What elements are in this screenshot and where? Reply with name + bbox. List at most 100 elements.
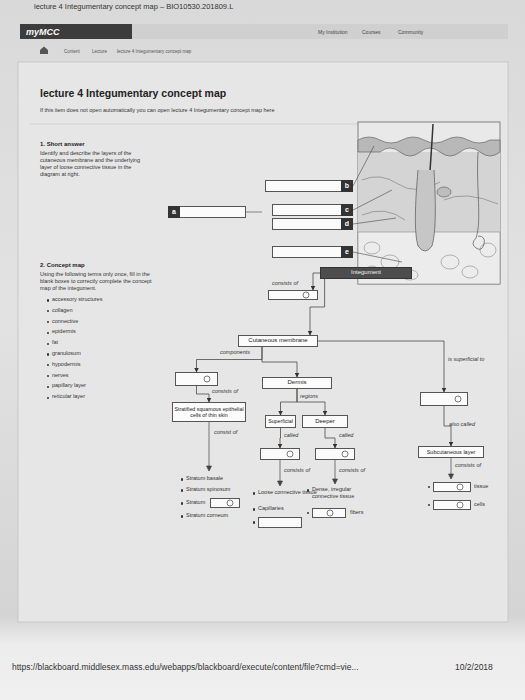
- blank-box: [433, 500, 471, 510]
- concept-header: Integument: [320, 267, 412, 279]
- text-label: myMCC: [26, 27, 60, 38]
- text-label: Identify and describe the layers of the …: [40, 150, 152, 178]
- blank-box: [258, 517, 302, 528]
- text-label: Courses: [362, 29, 381, 35]
- hair-follicle: [415, 170, 435, 251]
- list-arrows: [207, 422, 454, 486]
- text-label: lecture 4 Integumentary concept map – BI…: [34, 2, 233, 11]
- text-label: fibers: [350, 509, 363, 516]
- text-label: https://blackboard.middlesex.mass.edu/we…: [12, 662, 359, 673]
- text-label: hypodermis: [52, 361, 80, 368]
- blank-box: [420, 392, 468, 406]
- answer-box: c: [272, 204, 353, 216]
- edge-label: is superficial to: [448, 356, 484, 363]
- connector: [262, 347, 297, 377]
- node-text: Integument: [351, 269, 381, 276]
- sweat-gland: [473, 152, 484, 249]
- edge-label: called: [339, 432, 353, 439]
- text-label: Stratum spinosum: [186, 486, 230, 493]
- answer-box: e: [272, 246, 353, 258]
- connector: [313, 273, 320, 290]
- answer-box: d: [272, 218, 353, 230]
- connector: [197, 386, 210, 402]
- text-label: If this item does not open automatically…: [40, 107, 275, 114]
- answer-box: a: [168, 206, 246, 218]
- connector: [318, 341, 444, 392]
- text-label: Stratum: [186, 499, 205, 506]
- blank-box: [312, 508, 346, 518]
- concept-box: Deeper: [302, 415, 348, 428]
- text-label: tissue: [474, 483, 488, 490]
- sebaceous-gland: [437, 187, 451, 197]
- node-text: Deeper: [315, 418, 335, 425]
- text-label: Using the following terms only once, fil…: [40, 271, 158, 292]
- text-label: granulosum: [52, 350, 81, 357]
- blank-box: [268, 290, 318, 300]
- edge-label: regions: [300, 393, 318, 400]
- connector: [297, 389, 325, 415]
- text-label: nerves: [52, 372, 69, 379]
- tag-letter: e: [341, 246, 353, 258]
- connector: [310, 279, 325, 335]
- skin-illustration-frame: [358, 122, 500, 284]
- concept-box: Subcutaneous layer: [418, 446, 484, 458]
- connector: [281, 389, 298, 415]
- text-label: collagen: [52, 307, 73, 314]
- blank-box: [315, 448, 355, 460]
- concept-box: Stratified squamous epithelial cells of …: [172, 402, 246, 422]
- text-label: cells: [474, 501, 485, 508]
- text-label: 2. Concept map: [40, 262, 85, 270]
- text-label: Dense, irregular connective tissue: [312, 486, 372, 500]
- node-text: Subcutaneous layer: [427, 449, 476, 456]
- blank-box: [260, 448, 300, 460]
- home-icon: [40, 47, 48, 55]
- text-label: My Institution: [318, 29, 347, 35]
- text-label: fat: [52, 339, 58, 346]
- blank-box: [210, 498, 240, 508]
- tag-letter: d: [341, 218, 353, 230]
- connector: [280, 428, 282, 448]
- connector: [325, 428, 335, 448]
- blank-box: [433, 482, 471, 492]
- edge-label: called: [284, 432, 298, 439]
- concept-box: Superficial: [265, 415, 296, 428]
- text-label: reticular layer: [52, 393, 85, 400]
- text-label: 1. Short answer: [40, 141, 85, 149]
- text-label: lecture 4 Integumentary concept map: [117, 49, 191, 55]
- node-text: Dermis: [288, 379, 307, 386]
- epidermis-illustration: [358, 137, 500, 156]
- text-label: consist of: [214, 429, 237, 436]
- text-label: 10/2/2018: [455, 662, 493, 673]
- concept-box: Dermis: [262, 377, 332, 389]
- edge-label: consists of: [212, 388, 238, 395]
- content-card: [18, 62, 508, 622]
- node-text: Stratified squamous epithelial cells of …: [173, 406, 245, 419]
- nav-bar: [20, 24, 508, 39]
- text-label: Capillaries: [258, 505, 284, 512]
- answer-box: b: [265, 180, 353, 192]
- text-label: consists of: [339, 467, 365, 474]
- text-label: Stratum corneum: [186, 512, 228, 519]
- text-label: Stratum basale: [186, 475, 223, 482]
- text-label: Community: [398, 29, 423, 35]
- logo-bar: [20, 24, 132, 39]
- text-label: consists of: [455, 462, 481, 469]
- text-label: connective: [52, 318, 78, 325]
- text-label: epidermis: [52, 328, 76, 335]
- text-label: Loose connective tissue: [258, 489, 317, 496]
- concept-box: Cutaneous membrane: [238, 335, 318, 347]
- leader-lines: [246, 146, 402, 262]
- text-label: accessory structures: [52, 296, 102, 303]
- text-label: consists of: [284, 467, 310, 474]
- connector: [197, 347, 263, 372]
- tag-letter: a: [168, 206, 180, 218]
- text-label: Content: [64, 49, 80, 55]
- edge-label: consists of: [272, 280, 298, 287]
- edge-label: components: [220, 349, 250, 356]
- edge-label: also called: [449, 421, 475, 428]
- page-heading: lecture 4 Integumentary concept map: [40, 87, 226, 100]
- node-text: Cutaneous membrane: [248, 337, 307, 344]
- node-text: Superficial: [268, 418, 293, 424]
- text-label: Lecture: [92, 49, 107, 55]
- text-label: papillary layer: [52, 382, 86, 389]
